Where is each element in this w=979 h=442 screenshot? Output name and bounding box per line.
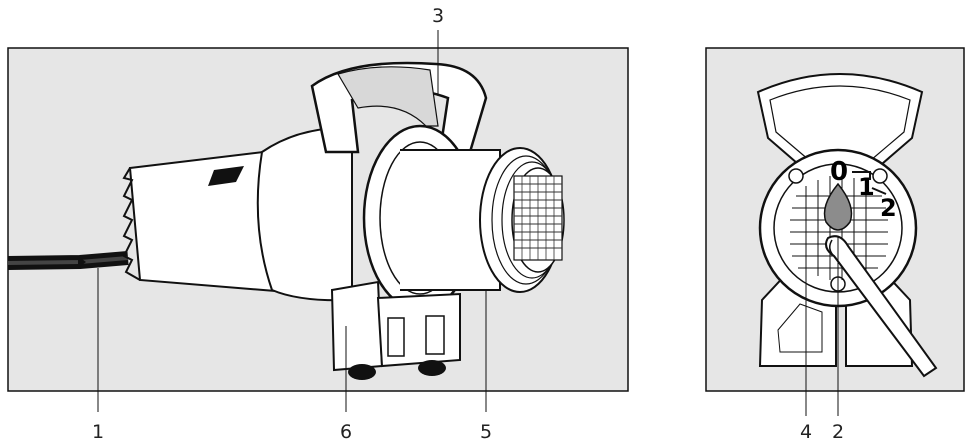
base-feet (330, 280, 461, 380)
dial-position-1: 1 (858, 173, 875, 201)
selector-knob[interactable] (823, 182, 853, 231)
callout-3: 3 (432, 5, 444, 27)
dial-position-2: 2 (880, 194, 897, 222)
intake-grille (513, 175, 563, 261)
dial-scale (852, 171, 887, 195)
callout-1: 1 (92, 421, 104, 442)
power-cord (7, 251, 129, 270)
front-view-panel: 0 1 2 (705, 47, 965, 416)
leader-lines-left (97, 30, 487, 412)
callout-4: 4 (800, 421, 812, 442)
callout-6: 6 (340, 421, 352, 442)
dial-position-0: 0 (830, 157, 848, 187)
callout-5: 5 (480, 421, 492, 442)
screwdriver-tool (825, 235, 938, 378)
front-handle (756, 73, 924, 177)
callout-2: 2 (832, 421, 844, 442)
pump-body (256, 126, 353, 302)
carry-handle (310, 61, 488, 154)
leader-lines-right (805, 236, 839, 416)
side-view-panel (7, 30, 629, 412)
